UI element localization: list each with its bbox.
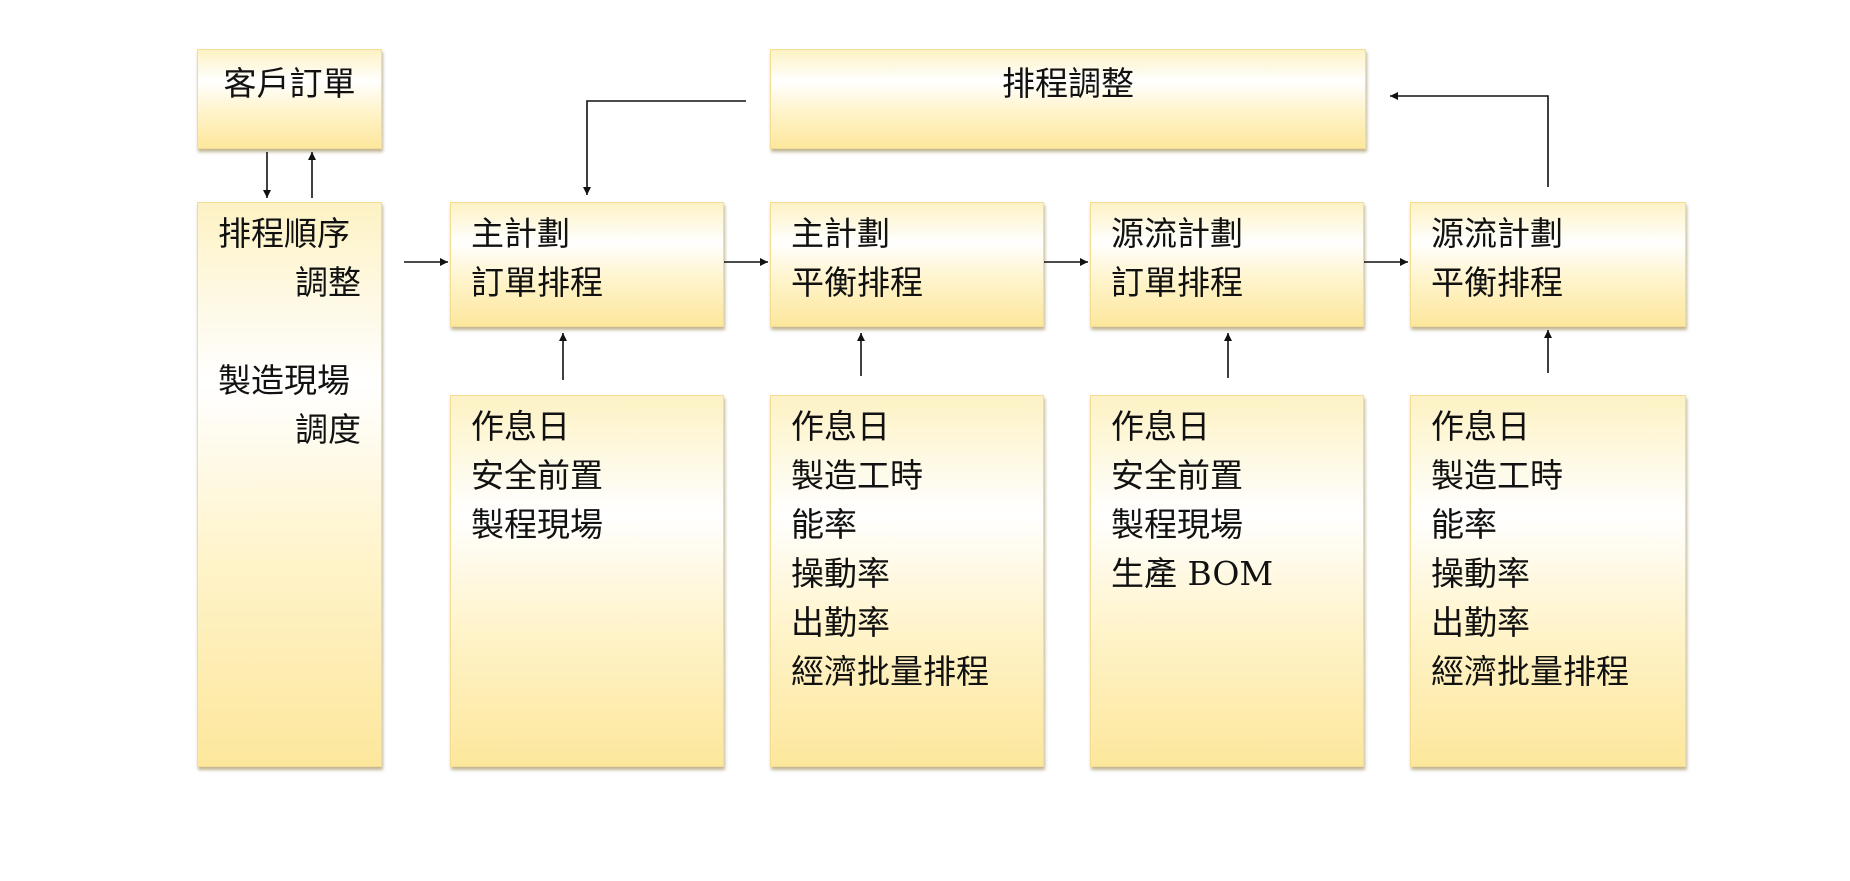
schedule-adjust-label: 排程調整 (1002, 64, 1134, 103)
arrow-adjust-to-master-order (583, 100, 746, 195)
input-source-order-line-3: 製程現場 (1111, 505, 1243, 544)
sequence-gap (218, 307, 361, 356)
source-order-line-2: 訂單排程 (1111, 263, 1243, 302)
source-balance-line-1: 源流計劃 (1431, 214, 1563, 253)
sequence-label: 排程順序 (218, 214, 350, 253)
input-master-balance-line-2: 製造工時 (791, 456, 923, 495)
input-source-balance-line-3: 能率 (1431, 505, 1497, 544)
input-master-balance-line-6: 經濟批量排程 (791, 652, 989, 691)
input-master-balance-box: 作息日 製造工時 能率 操動率 出勤率 經濟批量排程 (770, 395, 1044, 767)
input-master-order-line-1: 作息日 (471, 407, 570, 446)
input-master-order-line-2: 安全前置 (471, 456, 603, 495)
sequence-adjust-label: 調整 (295, 263, 361, 302)
master-order-line-1: 主計劃 (471, 214, 570, 253)
source-order-box: 源流計劃 訂單排程 (1090, 202, 1364, 327)
dispatch-label: 調度 (295, 410, 361, 449)
source-order-line-1: 源流計劃 (1111, 214, 1243, 253)
input-source-order-line-4: 生產 BOM (1111, 554, 1274, 593)
input-source-balance-line-2: 製造工時 (1431, 456, 1563, 495)
source-balance-line-2: 平衡排程 (1431, 263, 1563, 302)
master-balance-line-1: 主計劃 (791, 214, 890, 253)
schedule-adjust-box: 排程調整 (770, 49, 1366, 149)
input-source-balance-line-1: 作息日 (1431, 407, 1530, 446)
input-master-balance-line-4: 操動率 (791, 554, 890, 593)
input-source-order-line-1: 作息日 (1111, 407, 1210, 446)
input-master-balance-line-5: 出勤率 (791, 603, 890, 642)
customer-order-box: 客戶訂單 (197, 49, 382, 149)
shopfloor-label: 製造現場 (218, 361, 350, 400)
master-order-box: 主計劃 訂單排程 (450, 202, 724, 327)
input-master-balance-line-1: 作息日 (791, 407, 890, 446)
input-source-order-line-2: 安全前置 (1111, 456, 1243, 495)
input-source-balance-box: 作息日 製造工時 能率 操動率 出勤率 經濟批量排程 (1410, 395, 1686, 767)
input-master-order-box: 作息日 安全前置 製程現場 (450, 395, 724, 767)
input-source-balance-line-6: 經濟批量排程 (1431, 652, 1629, 691)
input-source-balance-line-5: 出勤率 (1431, 603, 1530, 642)
source-balance-box: 源流計劃 平衡排程 (1410, 202, 1686, 327)
input-source-order-box: 作息日 安全前置 製程現場 生產 BOM (1090, 395, 1364, 767)
customer-order-label: 客戶訂單 (223, 64, 356, 103)
sequence-dispatch-box: 排程順序 調整 製造現場 調度 (197, 202, 382, 767)
master-balance-box: 主計劃 平衡排程 (770, 202, 1044, 327)
arrow-source-balance-to-adjust (1390, 92, 1549, 187)
input-master-order-line-3: 製程現場 (471, 505, 603, 544)
master-balance-line-2: 平衡排程 (791, 263, 923, 302)
master-order-line-2: 訂單排程 (471, 263, 603, 302)
input-source-balance-line-4: 操動率 (1431, 554, 1530, 593)
input-master-balance-line-3: 能率 (791, 505, 857, 544)
